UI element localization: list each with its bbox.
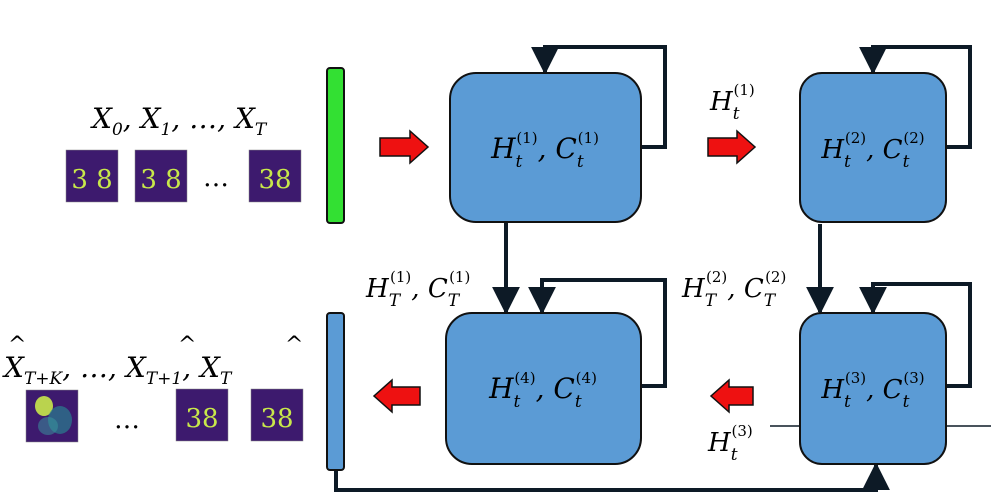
output-frame-3: 38	[250, 388, 304, 442]
feedback-arrow-output-to-cell3	[334, 462, 890, 492]
input-frame-1: 3 8	[65, 149, 119, 203]
lstm-cell-4: Ht(4), Ct(4)	[445, 312, 642, 465]
cell-1-state-label: Ht(1), Ct(1)	[490, 129, 599, 172]
self-loop-cell1	[531, 45, 667, 149]
self-loop-cell2	[859, 45, 972, 149]
input-frame-2: 3 8	[134, 149, 188, 203]
input-ellipsis: …	[203, 163, 229, 193]
cell-3-state-label: Ht(3), Ct(3)	[820, 369, 924, 412]
edge-label-state-2: HT(2), CT(2)	[681, 268, 786, 311]
red-arrow-cell1-to-cell2	[707, 129, 757, 165]
output-sequence-label: XT+K, …, XT+1, XT	[2, 351, 233, 389]
self-loop-cell3	[859, 282, 972, 388]
input-sequence-label: X0, X1, …, XT	[90, 102, 268, 140]
svg-text:38: 38	[185, 404, 218, 434]
svg-text:38: 38	[258, 165, 291, 195]
output-ellipsis: …	[114, 405, 140, 435]
red-arrow-cell4-to-output	[372, 378, 421, 414]
hat-mark-1: ^	[8, 333, 26, 358]
svg-text:38: 38	[260, 404, 293, 434]
svg-text:3 8: 3 8	[71, 165, 112, 195]
edge-label-h3: Ht(3)	[707, 422, 753, 465]
input-frame-3: 38	[248, 149, 302, 203]
edge-label-state-1: HT(1), CT(1)	[365, 268, 470, 311]
hat-mark-2: ^	[178, 333, 196, 358]
edge-label-h1: Ht(1)	[709, 81, 755, 124]
input-embedding-bar	[326, 67, 345, 224]
lstm-cell-2: Ht(2), Ct(2)	[799, 72, 947, 223]
cell-4-state-label: Ht(4), Ct(4)	[488, 369, 597, 412]
red-arrow-input-to-cell1	[379, 129, 430, 165]
output-frame-2: 38	[175, 388, 229, 442]
output-decoder-bar	[326, 312, 345, 471]
red-arrow-cell3-to-cell4	[709, 378, 754, 414]
cell-2-state-label: Ht(2), Ct(2)	[820, 129, 924, 172]
lstm-cell-3: Ht(3), Ct(3)	[799, 312, 947, 465]
output-frame-blurry	[25, 389, 79, 443]
hat-mark-3: ^	[285, 333, 303, 358]
self-loop-cell4	[528, 278, 667, 388]
svg-text:3 8: 3 8	[140, 165, 181, 195]
lstm-cell-1: Ht(1), Ct(1)	[449, 72, 642, 223]
